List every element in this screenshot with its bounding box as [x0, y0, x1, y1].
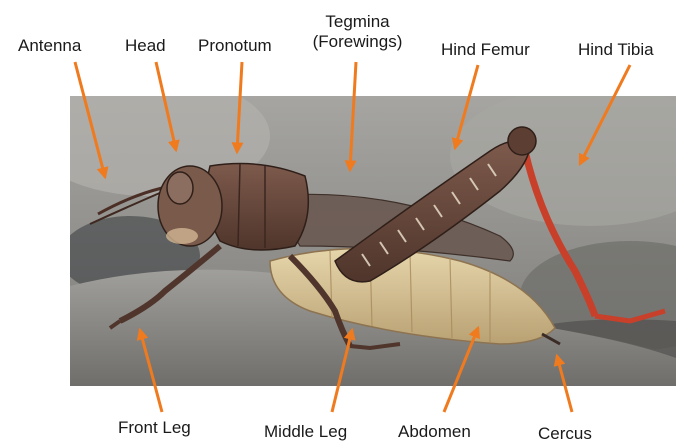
arrow-cercus: [557, 356, 572, 412]
arrow-abdomen: [444, 328, 478, 412]
arrow-hind-tibia: [580, 65, 630, 164]
label-hind-femur: Hind Femur: [441, 40, 530, 60]
arrow-tegmina: [350, 62, 356, 170]
label-cercus: Cercus: [538, 424, 592, 444]
label-antenna: Antenna: [18, 36, 81, 56]
arrow-front-leg: [140, 330, 162, 412]
label-pronotum: Pronotum: [198, 36, 272, 56]
arrow-middle-leg: [332, 330, 352, 412]
label-tegmina-line1: Tegmina: [300, 12, 415, 32]
label-tegmina: Tegmina (Forewings): [300, 12, 415, 52]
label-tegmina-line2: (Forewings): [300, 32, 415, 52]
label-front-leg: Front Leg: [118, 418, 191, 438]
arrow-head: [156, 62, 176, 150]
arrow-pronotum: [237, 62, 242, 152]
arrow-antenna: [75, 62, 105, 177]
label-middle-leg: Middle Leg: [264, 422, 347, 442]
label-abdomen: Abdomen: [398, 422, 471, 442]
label-hind-tibia: Hind Tibia: [578, 40, 654, 60]
arrow-hind-femur: [455, 65, 478, 148]
label-head: Head: [125, 36, 166, 56]
